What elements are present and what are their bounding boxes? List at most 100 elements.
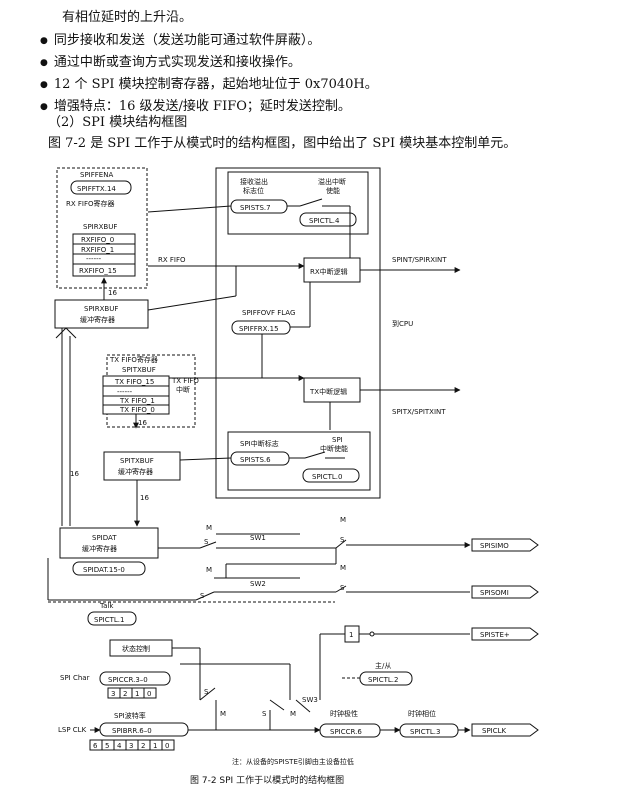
rxfifo0-label: RXFIFO_0 <box>81 236 114 244</box>
spitx-signal: SPITX/SPITXINT <box>392 408 446 416</box>
section-heading: （2）SPI 模块结构框图 <box>48 115 188 130</box>
rxfifo1-label: RXFIFO_1 <box>81 246 114 254</box>
spidat-label: SPIDAT <box>92 534 117 542</box>
tx-fifo-register-label: TX FIFO寄存器 <box>109 355 158 364</box>
txfifo15-label: TX FIFO_15 <box>114 378 154 386</box>
feature-item: 增强特点：16 级发送/接收 FIFO；延时发送控制。 <box>40 96 378 118</box>
char-bit: 2 <box>123 690 127 698</box>
char-bit: 3 <box>111 690 115 698</box>
intro-paragraph: 图 7-2 是 SPI 工作于从模式时的结构框图，图中给出了 SPI 模块基本控… <box>48 136 517 151</box>
spirxbuf-buffer-register <box>54 299 149 329</box>
spi-baud-label: SPI波特率 <box>114 711 146 720</box>
tx-interrupt-logic <box>303 377 361 403</box>
somi-m-label: M <box>340 564 346 572</box>
spirxbuf-label: SPIRXBUF <box>83 223 117 231</box>
overflow-int-enable-label-2: 使能 <box>326 186 340 195</box>
spictl1-bit <box>87 611 137 626</box>
spiccr6-label: SPICCR.6 <box>330 728 362 736</box>
text-line-0: 有相位延时的上升沿。 <box>62 10 193 25</box>
spidat-register <box>59 527 159 559</box>
baud-bit: 6 <box>93 742 98 750</box>
spi-int-flag-label: SPI中断标志 <box>240 439 279 448</box>
tx-fifo-int-label-1: TX FIFO <box>171 377 199 385</box>
sw2-label: SW2 <box>250 580 266 588</box>
spists7-label: SPISTS.7 <box>240 204 271 212</box>
spiffrx15-label: SPIFFRX.15 <box>239 325 279 333</box>
spiccr30-label: SPICCR.3–0 <box>108 676 148 684</box>
feature-list: 同步接收和发送（发送功能可通过软件屏蔽）。 通过中断或查询方式实现发送和接收操作… <box>40 30 378 118</box>
sw2-m-label: M <box>206 566 212 574</box>
simo-s-label: S <box>340 536 345 544</box>
spitxbuf-label: SPITXBUF <box>122 366 156 374</box>
spi-char-label: SPI Char <box>60 674 90 682</box>
rx-interrupt-logic <box>303 257 361 283</box>
baud-bit: 1 <box>153 742 157 750</box>
tx-fifo-int-label-2: 中断 <box>176 385 190 394</box>
feature-item: 通过中断或查询方式实现发送和接收操作。 <box>40 52 378 74</box>
spiclk-label: SPICLK <box>482 727 507 735</box>
rxfifo15-label: RXFIFO_15 <box>79 267 117 275</box>
state-control-label: 状态控制 <box>122 644 150 653</box>
talk-label: Talk <box>99 602 114 610</box>
baud-bit: 3 <box>129 742 133 750</box>
spisimo-pin <box>471 538 539 552</box>
baud-bit: 5 <box>105 742 109 750</box>
somi-s-label: S <box>340 584 345 592</box>
tx-bus-width-label: 16 <box>138 419 147 427</box>
char-bit: 1 <box>135 690 139 698</box>
baud-bit: 2 <box>141 742 145 750</box>
shift-bus-label: 16 <box>70 470 79 478</box>
bus-width-label: 16 <box>108 289 117 297</box>
sw2-s-label: S <box>200 592 205 600</box>
to-cpu-label: 到CPU <box>392 320 413 328</box>
spictl0-bit <box>302 468 360 483</box>
spisimo-label: SPISIMO <box>480 542 509 550</box>
sw3-label: SW3 <box>302 696 318 704</box>
feature-item: 12 个 SPI 模块控制寄存器，起始地址位于 0x7040H。 <box>40 74 378 96</box>
spirxbuf-buffer-label: SPIRXBUF <box>84 305 118 313</box>
clk-m-label-2: M <box>290 710 296 718</box>
rx-fifo-register-label: RX FIFO寄存器 <box>66 199 115 208</box>
spisomi-pin <box>471 585 539 599</box>
char-bits-row: 3 2 1 0 <box>107 687 157 699</box>
spidat-reg-label: 缓冲寄存器 <box>82 544 117 553</box>
spifftx14-bit <box>70 180 132 195</box>
char-bit: 0 <box>147 690 151 698</box>
spiffovf-flag-label: SPIFFOVF FLAG <box>242 309 295 317</box>
spi-int-enable-label-1: SPI <box>332 436 343 444</box>
spibrr60-label: SPIBRR.6–0 <box>112 727 152 735</box>
baud-bit: 4 <box>117 742 122 750</box>
sw1-s-label: S <box>204 538 209 546</box>
rx-dash: ------ <box>86 255 102 263</box>
simo-m-label: M <box>340 516 346 524</box>
spi-int-enable-label-2: 中断使能 <box>320 444 348 453</box>
clk-s-label-2: S <box>262 710 267 718</box>
rx-buffer-register-label: 缓冲寄存器 <box>80 315 115 324</box>
rx-interrupt-logic-label: RX中断逻辑 <box>310 267 348 276</box>
spists6-label: SPISTS.6 <box>240 456 271 464</box>
tx-interrupt-logic-label: TX中断逻辑 <box>309 387 347 396</box>
rx-fifo-path-label: RX FIFO <box>158 256 186 264</box>
tx-fifo-stack <box>102 375 170 415</box>
spictl0-label: SPICTL.0 <box>312 473 342 481</box>
tx-dash: ------ <box>117 388 133 396</box>
master-slave-label: 主/从 <box>375 661 391 670</box>
tx-buffer-register-label: 缓冲寄存器 <box>118 467 153 476</box>
rx-overflow-flag-label-1: 接收溢出 <box>240 177 268 186</box>
diagram-footnote: 注：从设备的SPISTE引脚由主设备拉低 <box>232 757 354 766</box>
spictl2-label: SPICTL.2 <box>368 676 398 684</box>
spidat-bus-label: 16 <box>140 494 149 502</box>
baud-bits-row: 6 5 4 3 2 1 0 <box>89 739 175 751</box>
spictl1-label: SPICTL.1 <box>94 616 124 624</box>
spitxbuf-buffer-label: SPITXBUF <box>120 457 154 465</box>
rx-overflow-group <box>227 171 369 235</box>
figure-caption: 图 7-2 SPI 工作于以模式时的结构框图 <box>190 774 344 786</box>
spictl3-label: SPICTL.3 <box>410 728 440 736</box>
spi-interrupt-group <box>227 431 371 491</box>
clk-s-label-1: S <box>204 688 209 696</box>
spiste-label: SPISTE+ <box>480 631 510 639</box>
clock-phase-label: 时钟相位 <box>408 709 436 718</box>
lsp-clk-label: LSP CLK <box>58 726 87 734</box>
spiste-pin <box>471 627 539 641</box>
